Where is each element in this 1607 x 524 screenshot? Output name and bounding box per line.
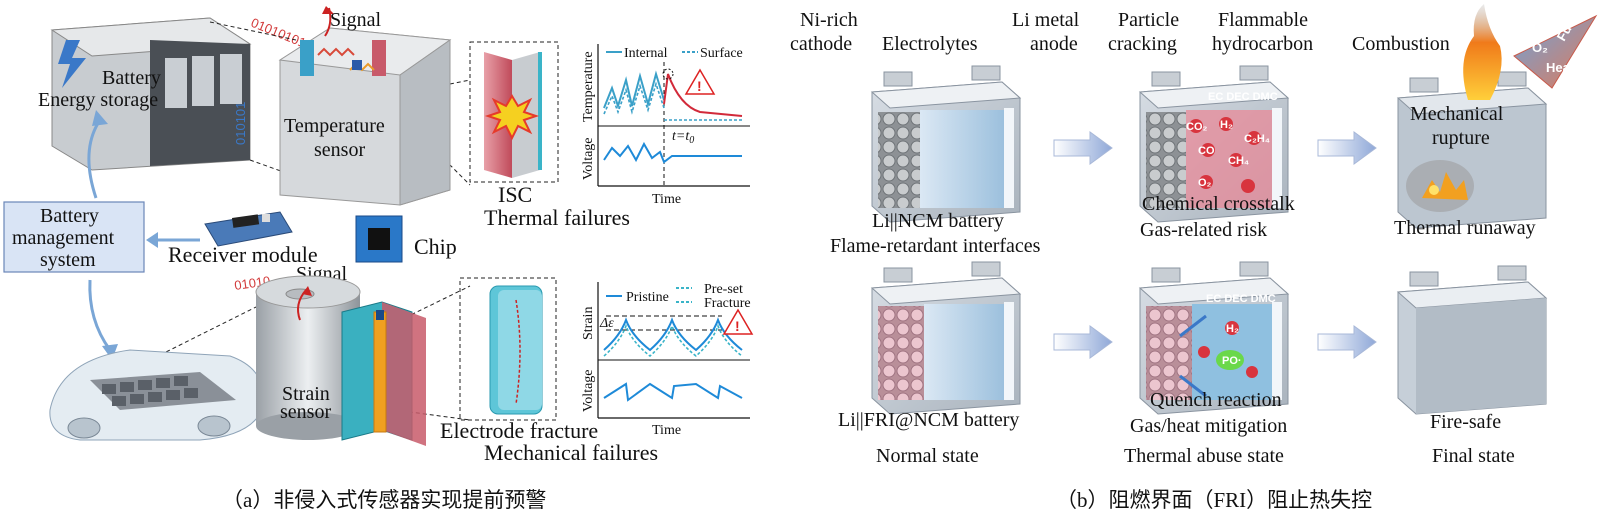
particle-cracking-label-1: Particle bbox=[1118, 9, 1179, 31]
energy-storage-box bbox=[50, 17, 252, 171]
lightning-icon bbox=[58, 40, 86, 88]
temp-ylabel: Temperature bbox=[581, 51, 596, 122]
normal-state-label: Normal state bbox=[876, 445, 979, 467]
ni-rich-label-1: Ni-rich bbox=[800, 9, 858, 31]
caption-panel-b: （b）阻燃界面（FRI）阻止热失控 bbox=[1056, 488, 1373, 512]
binary-stream-left: 010101 bbox=[233, 102, 248, 145]
chip bbox=[355, 215, 403, 263]
particle-cracking-label-2: cracking bbox=[1108, 33, 1177, 55]
temperature-sensor-label-1: Temperature bbox=[284, 115, 385, 137]
process-arrows bbox=[1053, 131, 1377, 359]
combustion-label: Combustion bbox=[1352, 33, 1450, 55]
fri-gas-label-po: PO· bbox=[1222, 355, 1242, 367]
triangle-heat: Heat bbox=[1546, 60, 1575, 75]
strain-sensor-label-2: sensor bbox=[280, 401, 331, 423]
chip-label: Chip bbox=[414, 234, 457, 259]
fri-gas-label-h2: H₂ bbox=[1226, 323, 1239, 335]
warning-icon-bottom bbox=[722, 308, 754, 335]
electrode-fracture-label: Electrode fracture bbox=[440, 418, 598, 443]
thermal-abuse-label: Thermal abuse state bbox=[1124, 445, 1284, 467]
legend-surface: Surface bbox=[700, 46, 743, 61]
fire-triangle bbox=[1513, 14, 1598, 89]
li-ncm-label: Li||NCM battery bbox=[872, 210, 1004, 232]
strain-ylabel: Strain bbox=[581, 307, 596, 340]
quench-label-2: Gas/heat mitigation bbox=[1130, 415, 1287, 437]
battery-storage-label-1: Battery bbox=[102, 67, 161, 89]
strain-xlabel: Time bbox=[652, 423, 681, 438]
legend-internal: Internal bbox=[624, 46, 668, 61]
signal-top-label: Signal bbox=[330, 9, 382, 31]
bms-label-1: Battery bbox=[40, 205, 99, 227]
gas-label-co: CO bbox=[1198, 145, 1215, 157]
isc-label: ISC bbox=[498, 182, 532, 207]
bms-box bbox=[3, 201, 145, 273]
quench-label-1: Quench reaction bbox=[1150, 389, 1282, 411]
flow-arrows bbox=[87, 119, 200, 351]
strain-chart: ! bbox=[597, 282, 754, 419]
gas-label-ch4: CH₄ bbox=[1228, 155, 1249, 167]
li-metal-label-1: Li metal bbox=[1012, 9, 1080, 31]
mechanical-failures-label: Mechanical failures bbox=[484, 440, 658, 465]
battery-storage-label-2: Energy storage bbox=[38, 89, 158, 111]
t0-marker: t=t0 bbox=[672, 129, 694, 146]
thermal-runaway-label: Thermal runaway bbox=[1394, 217, 1536, 239]
temperature-chart: ! bbox=[597, 44, 750, 187]
electric-car bbox=[49, 349, 264, 441]
legend-preset: Pre-set bbox=[704, 282, 743, 297]
temp-voltage-ylabel: Voltage bbox=[581, 137, 596, 180]
flammable-label-2: hydrocarbon bbox=[1212, 33, 1313, 55]
temperature-sensor-label-2: sensor bbox=[314, 139, 365, 161]
gas-label-h2: H₂ bbox=[1220, 119, 1233, 131]
cell-fire-safe bbox=[1396, 265, 1548, 415]
legend-fracture: Fracture bbox=[704, 296, 751, 311]
li-metal-label-2: anode bbox=[1030, 33, 1078, 55]
cylindrical-battery bbox=[255, 275, 426, 446]
temp-xlabel: Time bbox=[652, 192, 681, 207]
cell-ncm-normal bbox=[870, 65, 1022, 223]
receiver-module bbox=[204, 211, 293, 247]
strain-sensor-label-1: Strain bbox=[282, 383, 330, 405]
cell-ncm-abuse bbox=[1138, 65, 1290, 223]
fire-safe-label: Fire-safe bbox=[1430, 411, 1501, 433]
spark-icon bbox=[484, 94, 540, 141]
bms-label-3: system bbox=[40, 249, 96, 271]
mechanical-rupture-label-1: Mechanical bbox=[1410, 103, 1504, 125]
electrolytes-label: Electrolytes bbox=[882, 33, 978, 55]
fri-interfaces-label: Flame-retardant interfaces bbox=[830, 235, 1041, 257]
strain-voltage-ylabel: Voltage bbox=[581, 369, 596, 412]
svg-text:!: ! bbox=[735, 318, 740, 334]
electrode-inset bbox=[489, 285, 543, 415]
cell-thermal-runaway bbox=[1396, 4, 1548, 229]
cell-fri-abuse bbox=[1138, 261, 1290, 415]
caption-panel-a: （a）非侵入式传感器实现提前预警 bbox=[222, 488, 547, 512]
isc-inset bbox=[484, 52, 542, 178]
warning-icon-top bbox=[684, 68, 716, 95]
triangle-o2: O₂ bbox=[1532, 40, 1548, 55]
gas-label-solvents: EC DEC DMC bbox=[1208, 91, 1278, 103]
final-state-label: Final state bbox=[1432, 445, 1515, 467]
bms-label-2: management bbox=[12, 227, 115, 249]
li-fri-label: Li||FRI@NCM battery bbox=[838, 409, 1019, 431]
delta-epsilon-label: Δε bbox=[599, 316, 614, 331]
receiver-module-label: Receiver module bbox=[168, 242, 318, 267]
cell-fri-normal bbox=[870, 261, 1022, 415]
gas-label-o2: O₂ bbox=[1198, 177, 1212, 189]
ni-rich-label-2: cathode bbox=[790, 33, 852, 55]
svg-text:!: ! bbox=[697, 78, 702, 94]
prismatic-battery bbox=[278, 6, 452, 206]
mechanical-rupture-label-2: rupture bbox=[1432, 127, 1490, 149]
gas-label-co2: CO₂ bbox=[1186, 121, 1208, 133]
flammable-label-1: Flammable bbox=[1218, 9, 1308, 31]
legend-pristine: Pristine bbox=[626, 290, 669, 305]
thermal-failures-label: Thermal failures bbox=[484, 205, 630, 230]
chemical-crosstalk-label: Chemical crosstalk bbox=[1142, 193, 1295, 215]
gas-risk-label: Gas-related risk bbox=[1140, 219, 1267, 241]
fri-gas-label-solvents: EC DEC DMC bbox=[1206, 293, 1276, 305]
gas-label-c2h4: C₂H₄ bbox=[1244, 133, 1270, 145]
